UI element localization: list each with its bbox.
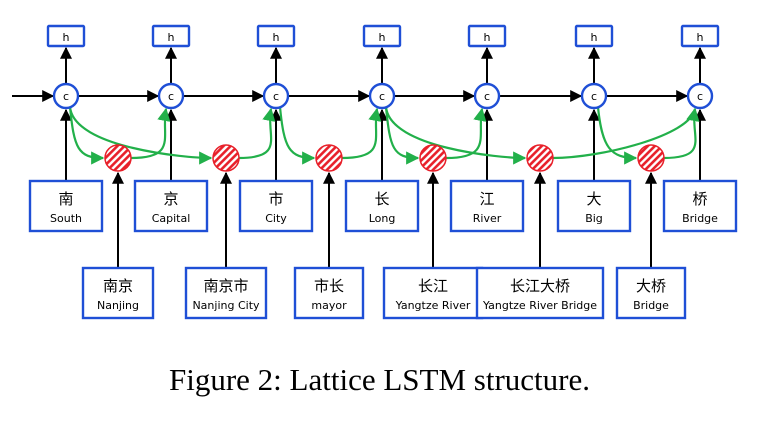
lattice-in-arrow xyxy=(596,106,638,165)
char-cell-label: c xyxy=(484,90,490,103)
char-cell-label: c xyxy=(379,90,385,103)
char-box-english: Long xyxy=(369,212,396,225)
char-box-chinese: 桥 xyxy=(692,190,707,208)
lattice-in-arrow xyxy=(278,106,316,165)
char-box-chinese: 南 xyxy=(58,190,73,208)
word-cell xyxy=(526,144,554,172)
word-cell xyxy=(212,144,240,172)
char-cell xyxy=(368,82,396,110)
lattice-out-arrow xyxy=(130,107,171,160)
figure-caption: Figure 2: Lattice LSTM structure. xyxy=(169,362,590,397)
char-box-chinese: 长 xyxy=(374,190,389,208)
char-box-english: Big xyxy=(585,212,603,225)
char-cell xyxy=(686,82,714,110)
lattice-lstm-diagram: h c 南 South h c 京 Capital h c 市 City h c 长 Long h c 江 River… xyxy=(12,24,738,320)
char-box-english: City xyxy=(265,212,287,225)
word-box xyxy=(475,266,605,320)
char-box-chinese: 大 xyxy=(586,190,601,208)
word-box-chinese: 市长 xyxy=(314,277,344,295)
word-box-english: Nanjing xyxy=(97,299,139,312)
lattice-in-arrow xyxy=(384,106,420,165)
hidden-state-box xyxy=(467,24,507,48)
word-box xyxy=(293,266,365,320)
char-box xyxy=(28,179,104,233)
word-box-chinese: 长江 xyxy=(418,277,448,295)
char-cell-label: c xyxy=(168,90,174,103)
lattice-out-arrow xyxy=(552,107,700,160)
char-box-chinese: 江 xyxy=(479,190,494,208)
word-box-english: Yangtze River Bridge xyxy=(482,299,597,312)
hidden-state-box xyxy=(151,24,191,48)
char-box-english: River xyxy=(473,212,502,225)
word-box xyxy=(81,266,155,320)
word-cell xyxy=(104,144,132,172)
hidden-state-box xyxy=(574,24,614,48)
hidden-state-label: h xyxy=(484,31,491,44)
char-cell-label: c xyxy=(63,90,69,103)
hidden-state-box xyxy=(256,24,296,48)
word-cell xyxy=(637,144,665,172)
lattice-in-arrow xyxy=(68,106,213,165)
word-box-chinese: 南京 xyxy=(103,277,133,295)
char-cell xyxy=(52,82,80,110)
char-cell xyxy=(262,82,290,110)
char-cell xyxy=(580,82,608,110)
char-cell-label: c xyxy=(591,90,597,103)
hidden-state-box xyxy=(680,24,720,48)
hidden-state-box xyxy=(46,24,86,48)
char-box-english: South xyxy=(50,212,82,225)
char-box-chinese: 市 xyxy=(268,190,283,208)
hidden-state-label: h xyxy=(591,31,598,44)
word-box xyxy=(382,266,484,320)
char-cell xyxy=(473,82,501,110)
word-box-english: Nanjing City xyxy=(192,299,260,312)
hidden-state-label: h xyxy=(63,31,70,44)
lattice-out-arrow xyxy=(238,107,276,160)
char-box-chinese: 京 xyxy=(163,190,178,208)
lattice-out-arrow xyxy=(445,107,487,160)
char-cell-label: c xyxy=(273,90,279,103)
char-box-english: Bridge xyxy=(682,212,718,225)
lattice-in-arrow xyxy=(68,106,105,165)
char-cell xyxy=(157,82,185,110)
char-box xyxy=(344,179,420,233)
lattice-out-arrow xyxy=(341,107,382,160)
char-box xyxy=(662,179,738,233)
char-box xyxy=(556,179,632,233)
hidden-state-label: h xyxy=(168,31,175,44)
hidden-state-label: h xyxy=(379,31,386,44)
char-box xyxy=(133,179,209,233)
word-box-english: Bridge xyxy=(633,299,669,312)
word-cell xyxy=(315,144,343,172)
word-box-chinese: 长江大桥 xyxy=(510,277,570,295)
word-box-chinese: 大桥 xyxy=(636,277,666,295)
hidden-state-box xyxy=(362,24,402,48)
lattice-in-arrow xyxy=(384,106,527,165)
char-box xyxy=(449,179,525,233)
char-box xyxy=(238,179,314,233)
hidden-state-label: h xyxy=(697,31,704,44)
word-box xyxy=(184,266,268,320)
word-box xyxy=(615,266,687,320)
word-box-english: mayor xyxy=(311,299,347,312)
word-box-chinese: 南京市 xyxy=(203,277,248,295)
char-cell-label: c xyxy=(697,90,703,103)
hidden-state-label: h xyxy=(273,31,280,44)
word-cell xyxy=(419,144,447,172)
word-box-english: Yangtze River xyxy=(395,299,471,312)
lattice-out-arrow xyxy=(663,107,700,160)
char-box-english: Capital xyxy=(152,212,191,225)
